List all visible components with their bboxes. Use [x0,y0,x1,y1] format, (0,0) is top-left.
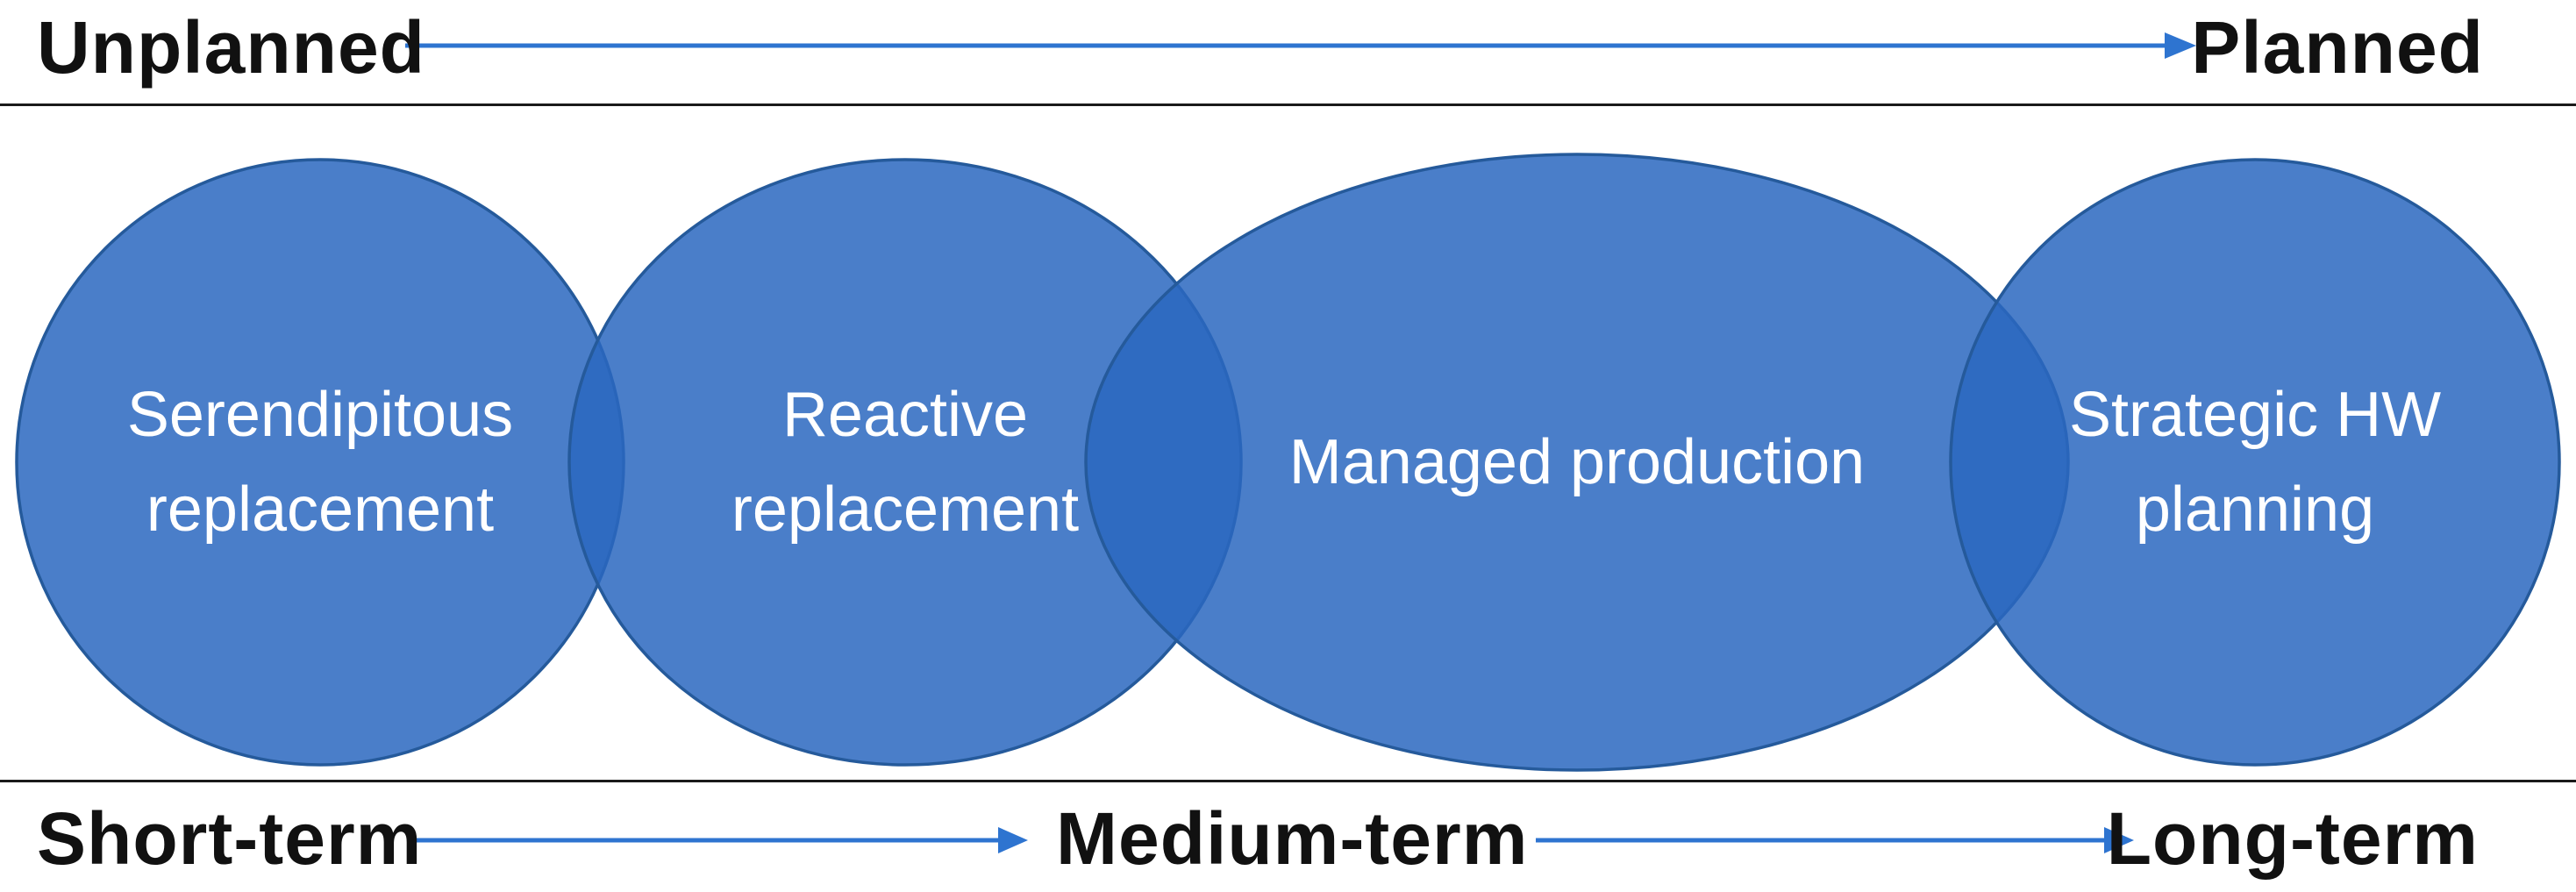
arrow-head-icon [2165,32,2196,59]
reactive-replacement-label: Reactive replacement [731,380,1080,545]
unplanned-label: Unplanned [37,6,425,89]
bottom-divider-line [0,780,2576,782]
medium-to-long-arrow [1536,827,2134,853]
medium-term-label: Medium-term [1056,797,1529,880]
managed-production-label: Managed production [1288,427,1866,497]
short-to-medium-arrow [408,827,1028,853]
unplanned-to-planned-arrow [405,32,2196,59]
ellipse-strategic-hw-planning [1949,158,2561,767]
long-term-label: Long-term [2106,797,2479,880]
top-divider-line [0,103,2576,106]
serendipitous-replacement-label: Serendipitous replacement [126,380,514,545]
short-term-label: Short-term [37,797,423,880]
arrow-head-icon [2104,827,2134,853]
arrow-head-icon [998,827,1028,853]
planned-label: Planned [2191,6,2484,89]
strategic-hw-planning-label: Strategic HW planning [2068,380,2442,545]
